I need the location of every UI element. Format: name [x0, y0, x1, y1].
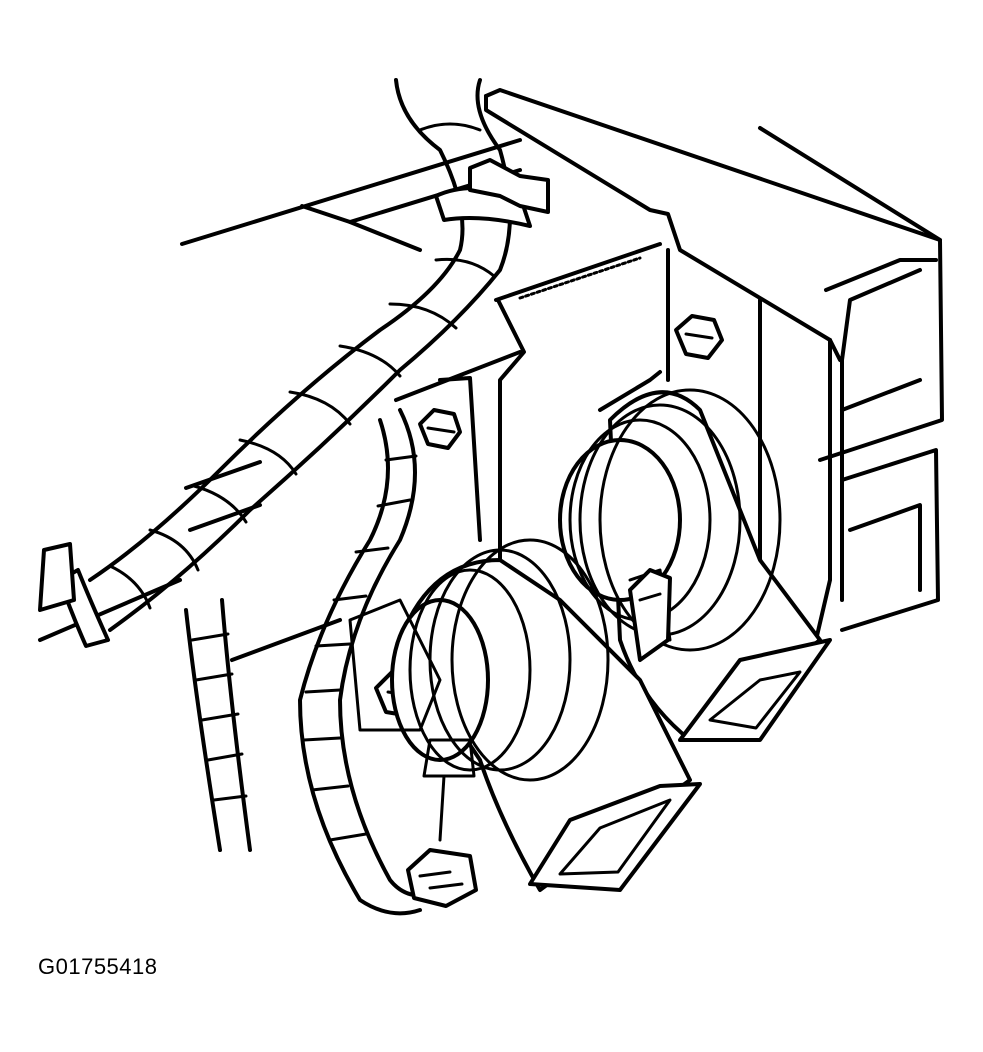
horn-front [348, 538, 702, 892]
bolt-middle [418, 408, 462, 450]
wiring-branch-center [298, 408, 432, 916]
horn-rear [558, 388, 832, 742]
electrical-connector-lower [406, 848, 478, 908]
mounting-bracket [394, 88, 944, 642]
horn-connector-front [628, 568, 672, 662]
wiring-branch-left [184, 598, 252, 852]
wiring-harness-main [88, 78, 512, 632]
harness-clip-top [434, 158, 550, 228]
bolt-upper [674, 314, 724, 360]
support-panel [38, 138, 662, 662]
figure-id-label: G01755418 [38, 954, 158, 979]
harness-clip-left [38, 542, 110, 648]
horn-lead-wire [438, 774, 446, 842]
